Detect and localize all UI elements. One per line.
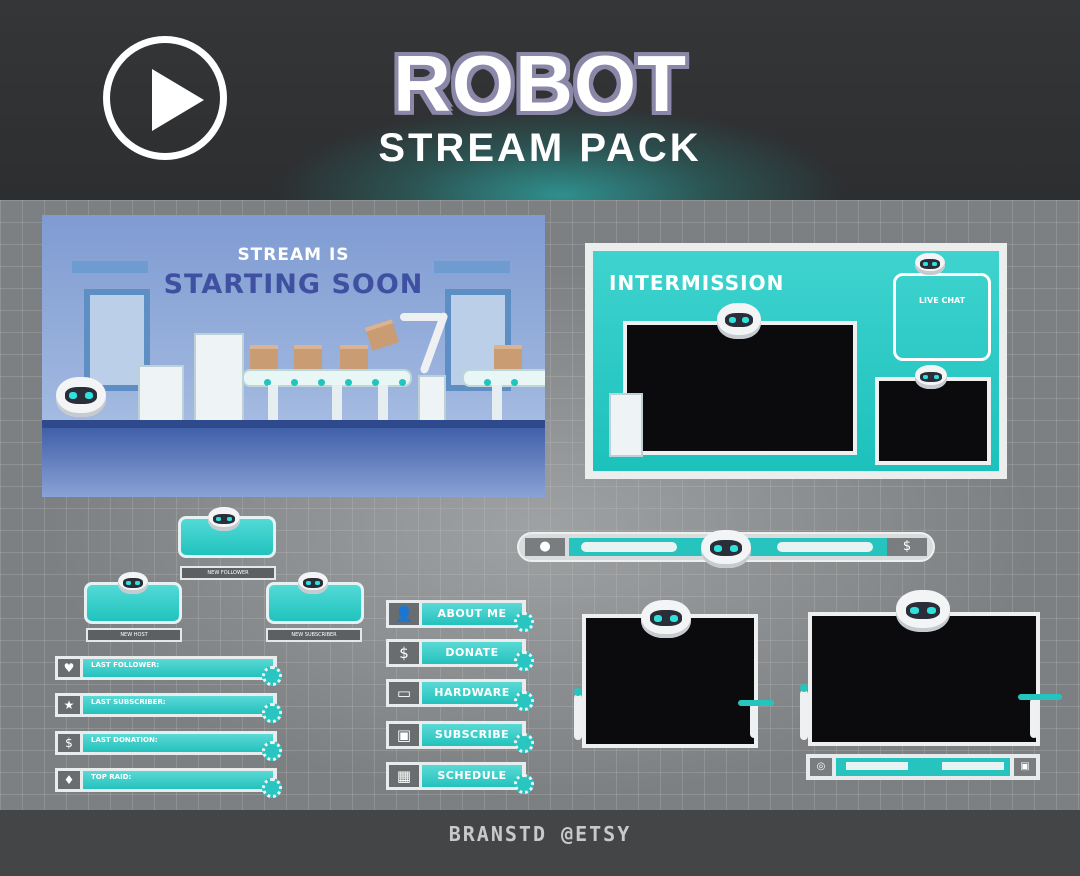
event-bar-raid: ♦ TOP RAID: bbox=[55, 768, 277, 792]
alert-follower-label: NEW FOLLOWER bbox=[180, 566, 276, 580]
event-label: LAST DONATION: bbox=[91, 736, 158, 744]
panel-hardware[interactable]: ▭ HARDWARE bbox=[386, 679, 526, 707]
play-icon[interactable] bbox=[103, 36, 227, 160]
main-camera-frame bbox=[623, 321, 857, 455]
dollar-icon: $ bbox=[58, 734, 80, 752]
gear-icon bbox=[514, 691, 534, 711]
window-left bbox=[84, 289, 150, 391]
gear-icon bbox=[514, 774, 534, 794]
page-title: ROBOT bbox=[393, 39, 687, 128]
starting-soon-screen: STREAM IS STARTING SOON bbox=[42, 215, 545, 497]
live-chat-box: LIVE CHAT bbox=[893, 273, 991, 361]
page-subtitle: STREAM PACK bbox=[378, 126, 702, 170]
user-icon: 👤 bbox=[389, 603, 419, 625]
gear-icon bbox=[262, 703, 282, 723]
calendar-icon: ▦ bbox=[389, 765, 419, 787]
event-bar-subscriber: ★ LAST SUBSCRIBER: bbox=[55, 693, 277, 717]
intermission-title: INTERMISSION bbox=[609, 271, 785, 295]
social-bar: ◎ ▣ bbox=[806, 754, 1040, 780]
heart-icon: ♥ bbox=[58, 659, 80, 677]
event-bar-follower: ♥ LAST FOLLOWER: bbox=[55, 656, 277, 680]
panel-label: HARDWARE bbox=[434, 686, 510, 699]
alert-subscriber-label: NEW SUBSCRIBER bbox=[266, 628, 362, 642]
instagram-icon: ◎ bbox=[810, 758, 832, 776]
gear-icon bbox=[262, 666, 282, 686]
monitor-icon: ▭ bbox=[389, 682, 419, 704]
footer-credit: BRANSTD @ETSY bbox=[448, 822, 632, 846]
diamond-icon: ♦ bbox=[58, 771, 80, 789]
gear-icon bbox=[262, 778, 282, 798]
gear-icon bbox=[262, 741, 282, 761]
gear-icon bbox=[514, 651, 534, 671]
panel-label: ABOUT ME bbox=[437, 607, 507, 620]
alert-host-label: NEW HOST bbox=[86, 628, 182, 642]
dollar-icon: $ bbox=[887, 538, 927, 556]
star-icon: ★ bbox=[58, 696, 80, 714]
panel-donate[interactable]: $ DONATE bbox=[386, 639, 526, 667]
panel-schedule[interactable]: ▦ SCHEDULE bbox=[386, 762, 526, 790]
robot-mascot bbox=[56, 377, 110, 421]
panel-subscribe[interactable]: ▣ SUBSCRIBE bbox=[386, 721, 526, 749]
live-chat-label: LIVE CHAT bbox=[918, 296, 966, 305]
event-label: TOP RAID: bbox=[91, 773, 132, 781]
event-bar-donation: $ LAST DONATION: bbox=[55, 731, 277, 755]
event-label: LAST FOLLOWER: bbox=[91, 661, 160, 669]
dollar-icon: $ bbox=[389, 642, 419, 664]
webcam-frame-large bbox=[808, 612, 1040, 746]
starting-soon-line2: STARTING SOON bbox=[163, 269, 424, 300]
starting-soon-line1: STREAM IS bbox=[237, 245, 350, 265]
panel-label: DONATE bbox=[445, 646, 499, 659]
user-icon: ● bbox=[525, 538, 565, 556]
gear-icon bbox=[514, 612, 534, 632]
event-label: LAST SUBSCRIBER: bbox=[91, 698, 166, 706]
gear-icon bbox=[514, 733, 534, 753]
footer-band bbox=[0, 810, 1080, 876]
panel-label: SCHEDULE bbox=[437, 769, 507, 782]
twitch-icon: ▣ bbox=[1014, 758, 1036, 776]
panel-about-me[interactable]: 👤 ABOUT ME bbox=[386, 600, 526, 628]
panel-label: SUBSCRIBE bbox=[434, 728, 510, 741]
intermission-screen: INTERMISSION LIVE CHAT bbox=[585, 243, 1007, 479]
secondary-camera-frame bbox=[875, 377, 991, 465]
twitch-icon: ▣ bbox=[389, 724, 419, 746]
